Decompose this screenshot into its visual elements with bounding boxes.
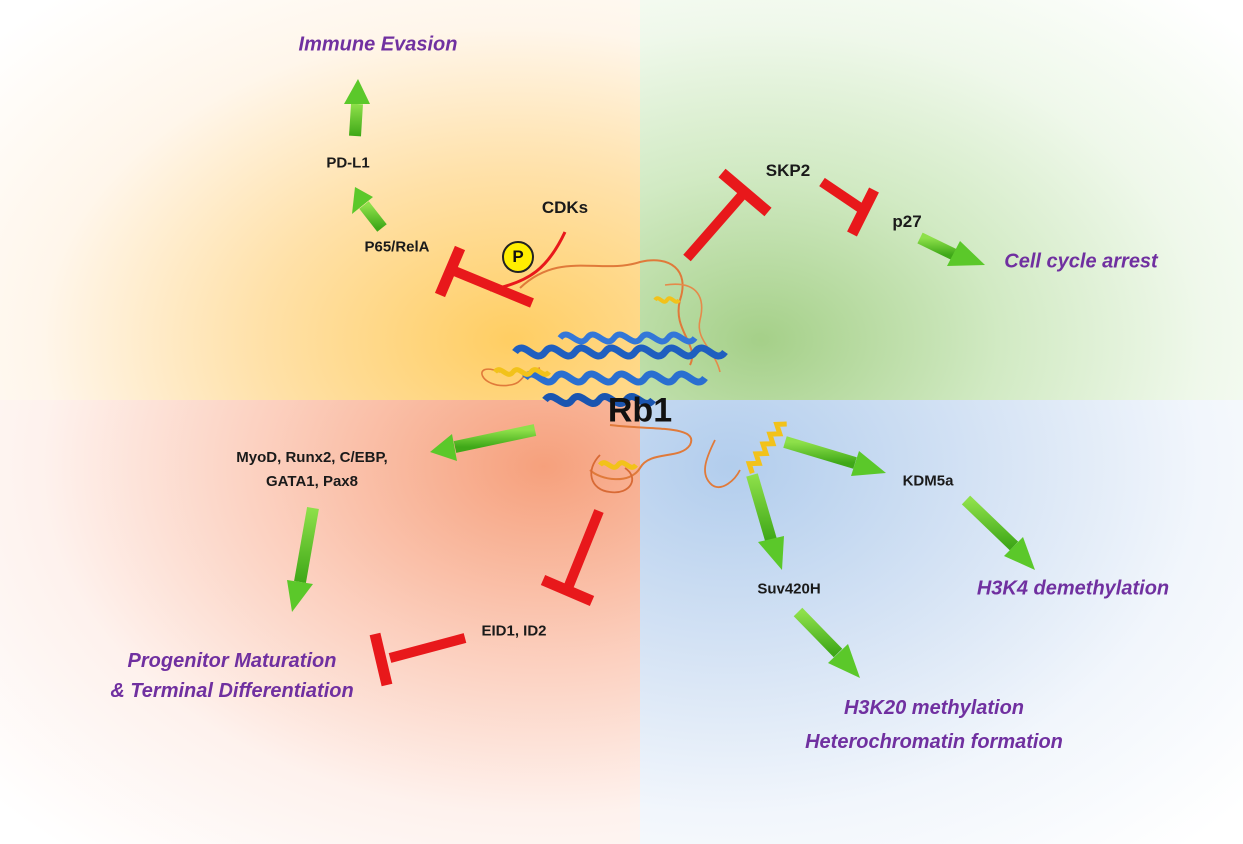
h3k4-label: H3K4 demethylation [976,577,1170,600]
inhibit-skp2-to-p27 [819,177,879,237]
arrow-p27-to-cell-cycle-arrest [917,232,985,266]
arrow-rb1-to-suv420h [746,473,784,570]
arrow-kdm5a-to-h3k4 [961,495,1035,570]
p27-label: p27 [892,212,922,231]
rb1-label: Rb1 [607,391,673,430]
eid1-label: EID1, ID2 [481,622,547,640]
inhibit-rb1-to-skp2 [683,168,772,262]
inhibit-rb1-to-p65 [434,245,534,308]
kdm5a-label: KDM5a [902,472,954,490]
progenitor-line2: & Terminal Differentiation [110,680,354,702]
arrow-suv420h-to-h3k20 [793,607,860,678]
arrow-transcription-factors-to-progenitor [287,506,319,612]
inhibit-eid1-to-progenitor [369,632,467,687]
cell-cycle-arrest-label: Cell cycle arrest [1004,250,1158,273]
h3k20-line2: Heterochromatin formation [805,731,1063,753]
h3k20-line1: H3K20 methylation [843,697,1025,719]
skp2-label: SKP2 [765,161,811,180]
progenitor-line1: Progenitor Maturation [127,650,337,672]
arrow-p65-to-pdl1 [352,187,387,232]
suv420h-label: Suv420H [757,580,821,598]
inhibit-rb1-to-eid1 [540,509,604,607]
arrow-rb1-to-kdm5a [783,436,886,476]
quadrant-top-left-background [0,0,640,400]
phosphate-badge: P [502,241,534,273]
transcription-factors-label: MyoD, Runx2, C/EBP, GATA1, Pax8 [236,446,387,494]
pdl1-label: PD-L1 [326,154,370,172]
quadrant-bottom-left-background [0,400,640,844]
progenitor-label: Progenitor Maturation & Terminal Differe… [110,646,353,706]
immune-evasion-label: Immune Evasion [298,33,458,56]
transcription-factors-line2: GATA1, Pax8 [266,473,358,490]
quadrant-bottom-right-background [640,400,1243,844]
arrow-rb1-to-transcription-factors [430,424,537,461]
cdks-label: CDKs [541,198,589,217]
arrow-pdl1-to-immune-evasion [344,79,370,137]
transcription-factors-line1: MyoD, Runx2, C/EBP, [236,449,388,466]
h3k20-label: H3K20 methylation Heterochromatin format… [805,691,1063,759]
protein-structure-icon [481,259,787,494]
p65-label: P65/RelA [364,238,430,256]
